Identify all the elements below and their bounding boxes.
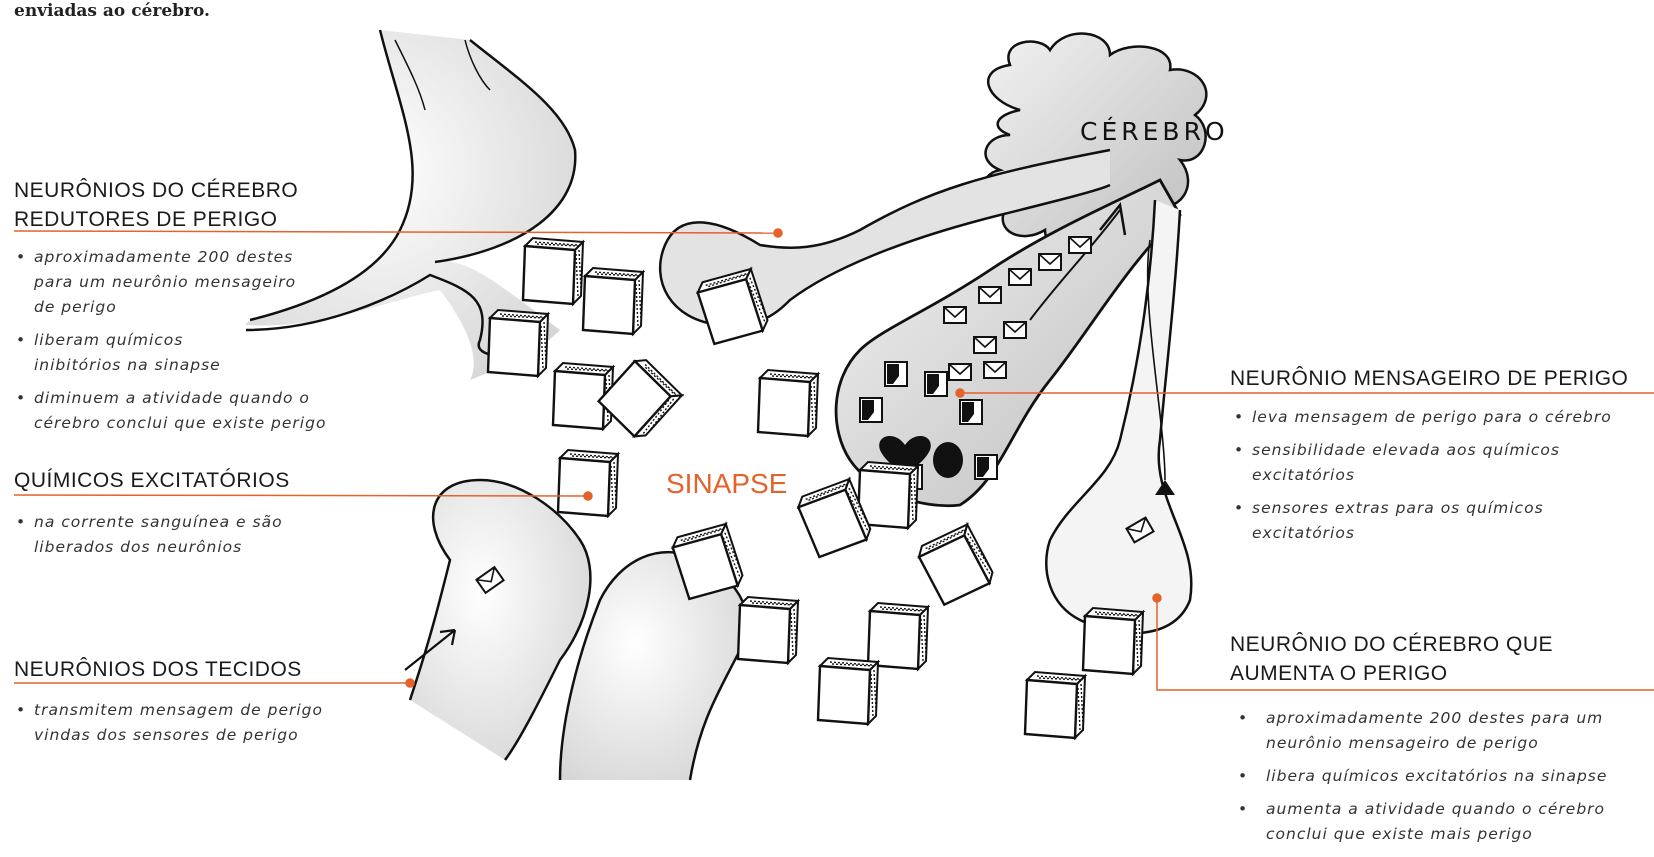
bullet-line: transmitem mensagem de perigo <box>34 698 323 723</box>
messenger-heading: NEURÔNIO MENSAGEIRO DE PERIGO <box>1230 364 1628 393</box>
bullet-line: liberam químicos <box>34 328 326 353</box>
heading-line: AUMENTA O PERIGO <box>1230 659 1553 688</box>
bullet-item: leva mensagem de perigo para o cérebro <box>1232 405 1612 430</box>
increaser-heading: NEURÔNIO DO CÉREBRO QUE AUMENTA O PERIGO <box>1230 630 1553 688</box>
bullet-line: libera químicos excitatórios na sinapse <box>1266 764 1607 789</box>
bullet-line: diminuem a atividade quando o <box>34 386 326 411</box>
bullet-line: sensibilidade elevada aos químicos <box>1252 438 1612 463</box>
heading-line: NEURÔNIOS DO CÉREBRO <box>14 176 298 205</box>
brain-label: CÉREBRO <box>1080 117 1229 146</box>
synapse-label: SINAPSE <box>666 468 787 500</box>
bullet-line: excitatórios <box>1252 521 1612 546</box>
excitatory-heading: QUÍMICOS EXCITATÓRIOS <box>14 466 290 495</box>
reducers-bullets: aproximadamente 200 destes para um neurô… <box>14 245 326 444</box>
bullet-line: neurônio mensageiro de perigo <box>1266 731 1607 756</box>
bullet-item: na corrente sanguínea e são liberados do… <box>14 510 283 560</box>
tissues-bullets: transmitem mensagem de perigo vindas dos… <box>14 698 323 756</box>
bullet-item: aumenta a atividade quando o cérebro con… <box>1232 797 1607 847</box>
intro-text-fragment: enviadas ao cérebro. <box>14 0 210 22</box>
bullet-line: cérebro conclui que existe perigo <box>34 411 326 436</box>
bullet-item: sensibilidade elevada aos químicos excit… <box>1232 438 1612 488</box>
bullet-line: conclui que existe mais perigo <box>1266 822 1607 847</box>
bullet-item: aproximadamente 200 destes para um neurô… <box>1232 706 1607 756</box>
increaser-bullets: aproximadamente 200 destes para um neurô… <box>1232 706 1607 855</box>
bullet-line: sensores extras para os químicos <box>1252 496 1612 521</box>
bullet-line: na corrente sanguínea e são <box>34 510 283 535</box>
bullet-item: sensores extras para os químicos excitat… <box>1232 496 1612 546</box>
bullet-line: para um neurônio mensageiro <box>34 270 326 295</box>
tissue-neurons <box>405 480 748 780</box>
messenger-bullets: leva mensagem de perigo para o cérebro s… <box>1232 405 1612 554</box>
bullet-line: aumenta a atividade quando o cérebro <box>1266 797 1607 822</box>
heading-line: NEURÔNIO MENSAGEIRO DE PERIGO <box>1230 364 1628 393</box>
bullet-line: inibitórios na sinapse <box>34 353 326 378</box>
heading-line: REDUTORES DE PERIGO <box>14 205 298 234</box>
bullet-item: libera químicos excitatórios na sinapse <box>1232 764 1607 789</box>
heading-line: NEURÔNIO DO CÉREBRO QUE <box>1230 630 1553 659</box>
bullet-line: liberados dos neurônios <box>34 535 283 560</box>
bullet-item: liberam químicos inibitórios na sinapse <box>14 328 326 378</box>
bullet-line: aproximadamente 200 destes para um <box>1266 706 1607 731</box>
bullet-line: aproximadamente 200 destes <box>34 245 326 270</box>
tissues-heading: NEURÔNIOS DOS TECIDOS <box>14 655 302 684</box>
heading-line: NEURÔNIOS DOS TECIDOS <box>14 655 302 684</box>
excitatory-bullets: na corrente sanguínea e são liberados do… <box>14 510 283 568</box>
bullet-line: de perigo <box>34 295 326 320</box>
bullet-line: excitatórios <box>1252 463 1612 488</box>
bullet-line: leva mensagem de perigo para o cérebro <box>1252 405 1612 430</box>
bullet-item: diminuem a atividade quando o cérebro co… <box>14 386 326 436</box>
reducers-heading: NEURÔNIOS DO CÉREBRO REDUTORES DE PERIGO <box>14 176 298 234</box>
heading-line: QUÍMICOS EXCITATÓRIOS <box>14 466 290 495</box>
bullet-item: transmitem mensagem de perigo vindas dos… <box>14 698 323 748</box>
bullet-item: aproximadamente 200 destes para um neurô… <box>14 245 326 320</box>
bullet-line: vindas dos sensores de perigo <box>34 723 323 748</box>
